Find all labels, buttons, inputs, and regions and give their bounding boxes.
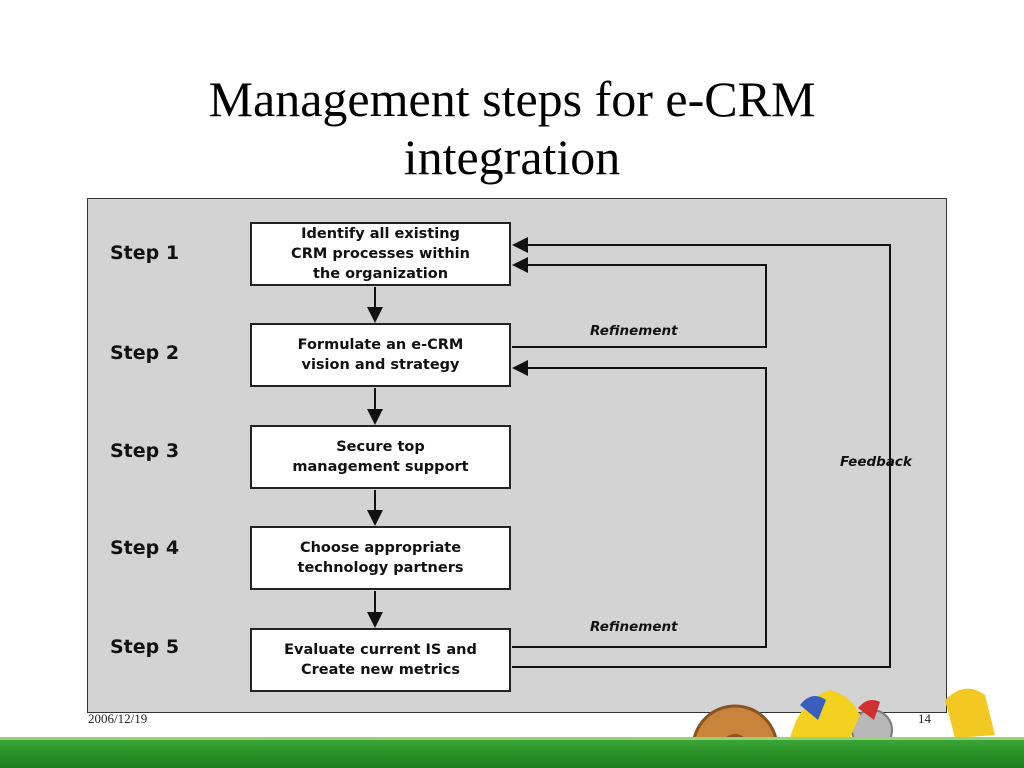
footer-date: 2006/12/19: [88, 711, 148, 726]
step-5-text-line: Create new metrics: [300, 662, 461, 678]
step-2-text-line: vision and strategy: [301, 357, 460, 373]
page-number: 14: [918, 711, 931, 726]
step-3-text-line: management support: [292, 459, 469, 475]
step-1-text-line: the organization: [312, 266, 449, 282]
step-2-box: Formulate an e-CRM vision and strategy: [250, 323, 511, 387]
step-3-text-line: Secure top: [336, 439, 425, 455]
step-5-label: Step 5: [110, 636, 180, 658]
step-4-box: Choose appropriate technology partners: [250, 526, 511, 590]
step-3-box: Secure top management support: [250, 425, 511, 489]
step-5-text-line: Evaluate current IS and: [284, 642, 477, 658]
figure-right-icon: [945, 688, 995, 738]
step-1-box: Identify all existing CRM processes with…: [250, 222, 511, 286]
step-1-label: Step 1: [110, 242, 180, 264]
step-4-label: Step 4: [110, 537, 180, 559]
step-1-text-line: Identify all existing: [301, 226, 460, 242]
step-2-label: Step 2: [110, 342, 180, 364]
step-3-label: Step 3: [110, 440, 180, 462]
slide-title-line-2: integration: [403, 129, 621, 185]
step-1-text-line: CRM processes within: [291, 246, 470, 262]
footer-bar: [0, 737, 1024, 768]
step-2-text-line: Formulate an e-CRM: [297, 337, 464, 353]
step-4-text-line: Choose appropriate: [299, 540, 462, 556]
slide-title-line-1: Management steps for e-CRM: [208, 71, 816, 127]
slide-title: Management steps for e-CRM integration: [0, 70, 1024, 186]
step-5-box: Evaluate current IS and Create new metri…: [250, 628, 511, 692]
diagram-panel: [87, 198, 947, 713]
step-4-text-line: technology partners: [297, 560, 464, 576]
